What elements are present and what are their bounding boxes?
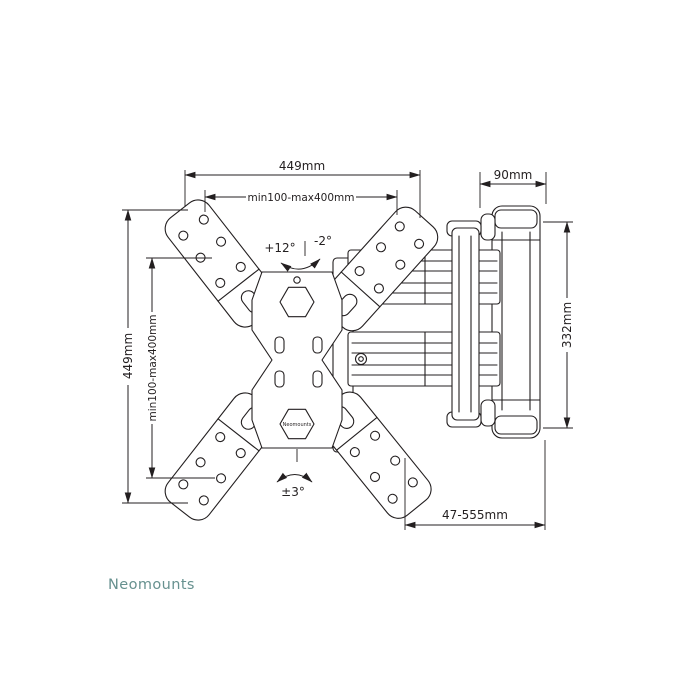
angle-label-swivel: ±3° bbox=[281, 485, 305, 499]
dimension-wall-plate-height: 332mm bbox=[543, 221, 574, 429]
dimension-label-wall-plate-width: 90mm bbox=[494, 168, 533, 182]
wall-joint bbox=[446, 220, 482, 428]
top-hexagon bbox=[279, 286, 315, 318]
angle-label-tilt-up: +12° bbox=[264, 241, 295, 255]
angle-annotations: +12° -2° ±3° bbox=[264, 234, 332, 499]
arm-lower-right bbox=[316, 391, 432, 519]
dimension-label-top-width: 449mm bbox=[279, 159, 325, 173]
wall-plate bbox=[480, 205, 541, 439]
dimension-extension-range: 47-555mm bbox=[404, 440, 546, 530]
dimension-label-wall-plate-height: 332mm bbox=[560, 302, 574, 348]
bottom-hexagon bbox=[279, 408, 315, 440]
dimension-top-width: 449mm bbox=[184, 159, 421, 218]
dimension-vesa-vertical: min100-max400mm bbox=[146, 257, 215, 479]
dimension-label-extension-range: 47-555mm bbox=[442, 508, 508, 522]
swivel-arc-arrow bbox=[276, 472, 313, 483]
angle-label-tilt-down: -2° bbox=[314, 234, 332, 248]
tilt-arc-arrow bbox=[280, 258, 321, 272]
center-hub: Neomounts bbox=[251, 271, 343, 449]
dimension-wall-plate-width: 90mm bbox=[479, 168, 547, 208]
dimension-label-left-height: 449mm bbox=[121, 333, 135, 379]
dimension-label-vesa-vertical: min100-max400mm bbox=[147, 314, 159, 421]
dimension-vesa-horizontal: min100-max400mm bbox=[204, 190, 398, 215]
bracket-logo: Neomounts bbox=[283, 422, 312, 428]
dimension-left-height: 449mm bbox=[121, 209, 188, 504]
dimension-label-vesa-horizontal: min100-max400mm bbox=[247, 192, 354, 204]
brand-name: Neomounts bbox=[108, 577, 195, 593]
